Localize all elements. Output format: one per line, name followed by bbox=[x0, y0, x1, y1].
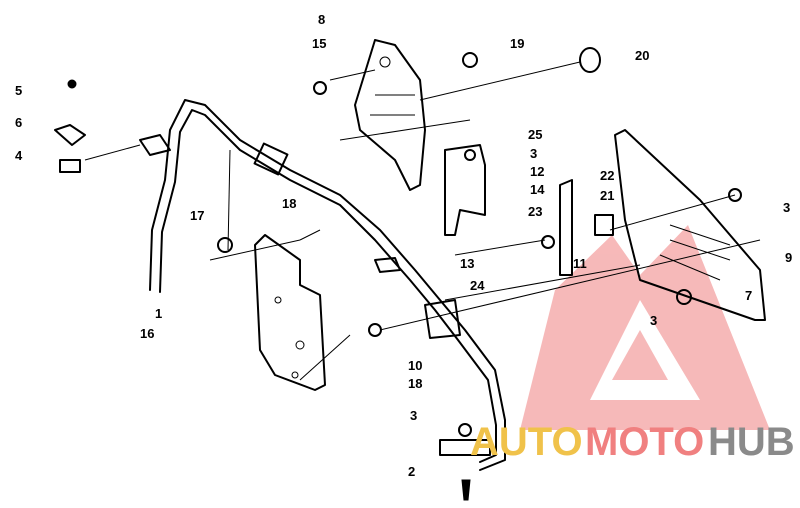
hardware bbox=[54, 47, 742, 501]
side-bracket bbox=[444, 144, 486, 236]
screw-2 bbox=[461, 479, 471, 501]
callout-4: 4 bbox=[15, 148, 23, 163]
callout-5: 5 bbox=[15, 83, 22, 98]
clip-4 bbox=[59, 159, 81, 173]
callout-22: 22 bbox=[600, 168, 614, 183]
callout-8: 8 bbox=[318, 12, 325, 27]
callout-13: 13 bbox=[460, 256, 474, 271]
callout-19: 19 bbox=[510, 36, 524, 51]
bolt-22 bbox=[559, 179, 573, 276]
watermark-text: AUTO MOTO HUB bbox=[470, 420, 795, 464]
rivet-15 bbox=[313, 81, 327, 95]
nut-3b bbox=[676, 289, 692, 305]
callout-15: 15 bbox=[312, 36, 326, 51]
nut-19 bbox=[462, 52, 478, 68]
callout-20: 20 bbox=[635, 48, 649, 63]
callout-3c: 3 bbox=[650, 313, 657, 328]
callout-25: 25 bbox=[528, 127, 542, 142]
nut-3d bbox=[464, 149, 476, 161]
upper-bracket bbox=[354, 39, 426, 191]
watermark-part1: AUTO bbox=[470, 420, 583, 464]
bushing-21 bbox=[594, 214, 614, 236]
watermark-logo bbox=[520, 225, 770, 430]
callout-24: 24 bbox=[470, 278, 485, 293]
panel-plate bbox=[254, 234, 326, 391]
screw-5 bbox=[67, 79, 77, 89]
bushing-20 bbox=[579, 47, 601, 73]
nut-3a bbox=[728, 188, 742, 202]
callout-2: 2 bbox=[408, 464, 415, 479]
watermark-part3: HUB bbox=[708, 420, 795, 464]
callout-17: 17 bbox=[190, 208, 204, 223]
callout-18: 18 bbox=[282, 196, 296, 211]
callout-18b: 18 bbox=[408, 376, 422, 391]
washer-23 bbox=[541, 235, 555, 249]
callout-7: 7 bbox=[745, 288, 752, 303]
callout-14: 14 bbox=[530, 182, 545, 197]
grommet-17 bbox=[217, 237, 233, 253]
callout-3b: 3 bbox=[783, 200, 790, 215]
callout-3d: 3 bbox=[410, 408, 417, 423]
leader-lines bbox=[84, 61, 761, 381]
side-panel bbox=[614, 129, 766, 321]
clip-6 bbox=[54, 124, 86, 146]
callout-16: 16 bbox=[140, 326, 154, 341]
callout-labels: 1 2 3 4 5 6 7 8 9 10 11 12 13 14 15 16 1… bbox=[15, 12, 792, 479]
callout-1: 1 bbox=[155, 306, 162, 321]
callout-6: 6 bbox=[15, 115, 22, 130]
nut-10 bbox=[368, 323, 382, 337]
callout-21: 21 bbox=[600, 188, 614, 203]
callout-10: 10 bbox=[408, 358, 422, 373]
nut-3c bbox=[458, 423, 472, 437]
frame-tube bbox=[139, 99, 506, 471]
callout-3: 3 bbox=[530, 146, 537, 161]
callout-23: 23 bbox=[528, 204, 542, 219]
callout-12: 12 bbox=[530, 164, 544, 179]
callout-11: 11 bbox=[573, 256, 587, 271]
watermark-part2: MOTO bbox=[585, 420, 704, 464]
callout-9: 9 bbox=[785, 250, 792, 265]
